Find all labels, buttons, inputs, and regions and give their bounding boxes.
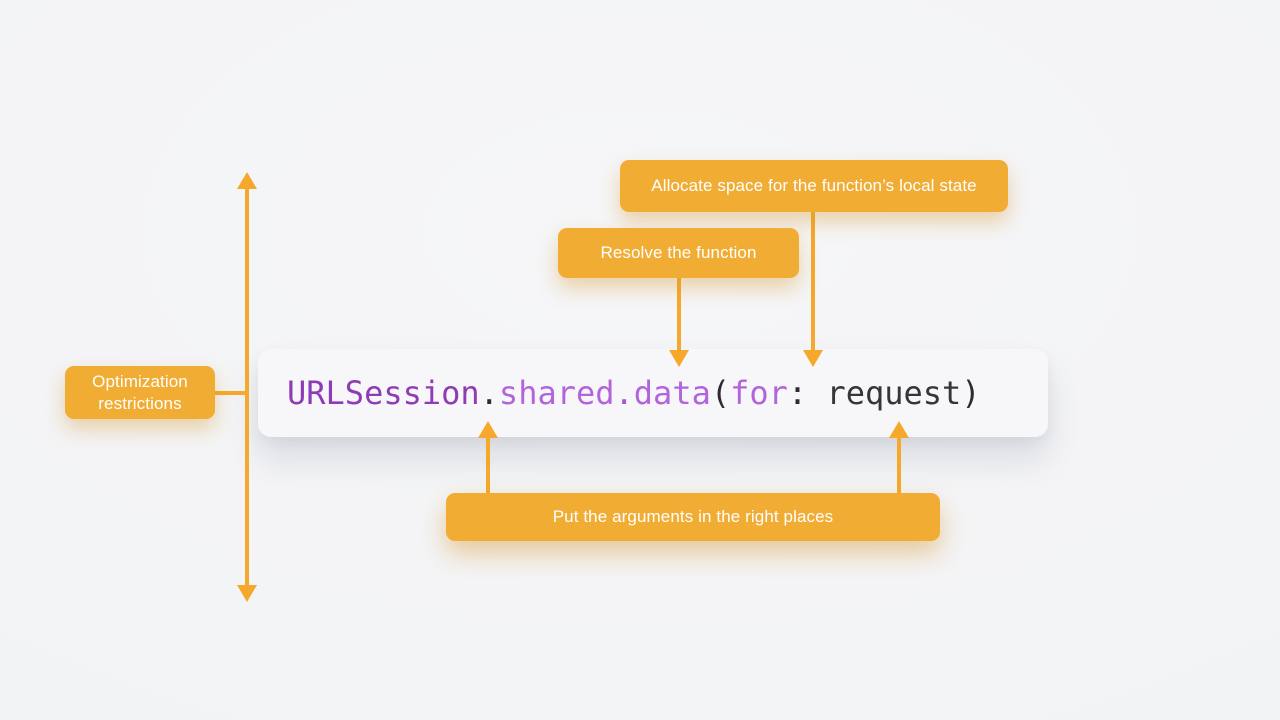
arguments-label: Put the arguments in the right places: [446, 493, 940, 541]
arguments-left-arrow-line: [486, 436, 490, 494]
allocate-space-label: Allocate space for the function’s local …: [620, 160, 1008, 212]
allocate-space-text: Allocate space for the function’s local …: [651, 176, 977, 195]
scope-arrow-up-icon: [237, 172, 257, 189]
code-snippet: URLSession.shared.data(for: request): [287, 374, 981, 412]
optimization-restrictions-label: Optimization restrictions: [65, 366, 215, 419]
arguments-text: Put the arguments in the right places: [552, 507, 834, 526]
resolve-function-text: Resolve the function: [600, 243, 757, 262]
arguments-right-arrow-line: [897, 436, 901, 494]
allocate-arrow-down-icon: [803, 350, 823, 367]
scope-arrow-line: [245, 186, 249, 588]
optimization-connector-line: [214, 391, 248, 395]
allocate-arrow-line: [811, 211, 815, 351]
resolve-arrow-line: [677, 277, 681, 351]
code-snippet-box: URLSession.shared.data(for: request): [258, 349, 1048, 437]
arguments-right-arrow-up-icon: [889, 421, 909, 438]
optimization-restrictions-text: Optimization restrictions: [92, 372, 188, 413]
resolve-function-label: Resolve the function: [558, 228, 799, 278]
resolve-arrow-down-icon: [669, 350, 689, 367]
arguments-left-arrow-up-icon: [478, 421, 498, 438]
scope-arrow-down-icon: [237, 585, 257, 602]
